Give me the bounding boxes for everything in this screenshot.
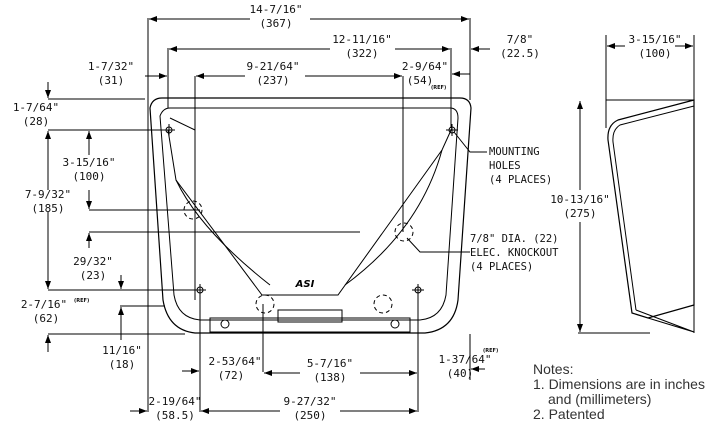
callout-line: HOLES <box>489 160 521 172</box>
bottom-knockout-spacing-in: 5-7/16" <box>307 357 353 370</box>
right-knockout-offset-mm: (54) <box>407 74 434 87</box>
hole-to-knockout-mm: (100) <box>72 170 105 183</box>
bottom-offset-in: 11/16" <box>102 344 142 357</box>
callout-line: MOUNTING <box>489 146 540 158</box>
mount-width-in: 12-11/16" <box>332 33 392 46</box>
front-view-outline: ASI <box>149 97 472 334</box>
callout-line: ELEC. KNOCKOUT <box>470 247 559 259</box>
note-item: 1. Dimensions are in inches <box>533 376 705 392</box>
bottom-hole-spacing-mm: (250) <box>293 409 326 422</box>
side-depth-mm: (100) <box>638 47 671 60</box>
top-to-hole-mm: (28) <box>23 115 50 128</box>
side-height-in: 10-13/16" <box>550 193 610 206</box>
hole-to-knockout-in: 3-15/16" <box>63 156 116 169</box>
notes-title: Notes: <box>533 361 573 377</box>
top-to-hole-in: 1-7/64" <box>13 101 59 114</box>
dimension-labels: 14-7/16" (367) 12-11/16" (322) 1-7/32" (… <box>13 3 540 422</box>
asi-logo: ASI <box>295 279 315 290</box>
left-offset-mm: (31) <box>98 74 125 87</box>
side-view: 3-15/16" (100) 10-13/16" (275) <box>550 33 695 334</box>
note-item: and (millimeters) <box>548 391 651 407</box>
knockout-width-mm: (237) <box>256 74 289 87</box>
bottom-hole-height-in: 2-7/16" <box>21 298 67 311</box>
side-depth-in: 3-15/16" <box>629 33 682 46</box>
hole-spacing-v-mm: (185) <box>31 202 64 215</box>
dimension-lines <box>45 16 490 414</box>
left-bottom-offset-mm: (58.5) <box>155 409 195 422</box>
knockout-icon <box>255 294 275 314</box>
notes: Notes: 1. Dimensions are in inches and (… <box>533 361 705 422</box>
knockout-to-lower-in: 29/32" <box>73 255 113 268</box>
ref-note: (REF) <box>483 348 498 354</box>
bottom-knockout-spacing-mm: (138) <box>313 371 346 384</box>
ref-note: (REF) <box>74 298 89 304</box>
left-knockout-bottom-in: 2-53/64" <box>209 355 262 368</box>
knockout-to-lower-mm: (23) <box>80 269 107 282</box>
knockout-icon <box>394 222 414 242</box>
left-knockout-bottom-mm: (72) <box>218 369 245 382</box>
right-bottom-offset-in: 1-37/64" <box>439 353 492 366</box>
mounting-holes-callout: MOUNTING HOLES (4 PLACES) <box>489 146 552 186</box>
mount-width-mm: (322) <box>345 47 378 60</box>
bottom-hole-height-mm: (62) <box>33 312 60 325</box>
overall-width-mm: (367) <box>259 17 292 30</box>
right-offset-mm: (22.5) <box>500 47 540 60</box>
left-offset-in: 1-7/32" <box>88 60 134 73</box>
knockout-width-in: 9-21/64" <box>247 60 300 73</box>
bottom-offset-mm: (18) <box>109 358 136 371</box>
note-item: 2. Patented <box>533 406 605 422</box>
mounting-hole-icon <box>412 284 424 296</box>
right-bottom-offset-mm: (40) <box>447 367 474 380</box>
ref-note: (REF) <box>431 85 446 91</box>
side-height-mm: (275) <box>563 207 596 220</box>
left-bottom-offset-in: 2-19/64" <box>149 395 202 408</box>
hole-spacing-v-in: 7-9/32" <box>25 188 71 201</box>
knockout-icon <box>373 294 393 314</box>
callout-line: 7/8" DIA. (22) <box>470 233 559 245</box>
callout-line: (4 PLACES) <box>489 174 552 186</box>
bottom-hole-spacing-in: 9-27/32" <box>284 395 337 408</box>
mounting-hole-icon <box>446 124 458 136</box>
overall-width-in: 14-7/16" <box>250 3 303 16</box>
callout-line: (4 PLACES) <box>470 261 533 273</box>
knockout-callout: 7/8" DIA. (22) ELEC. KNOCKOUT (4 PLACES) <box>470 233 559 273</box>
right-offset-in: 7/8" <box>507 33 534 46</box>
right-knockout-offset-in: 2-9/64" <box>402 60 448 73</box>
